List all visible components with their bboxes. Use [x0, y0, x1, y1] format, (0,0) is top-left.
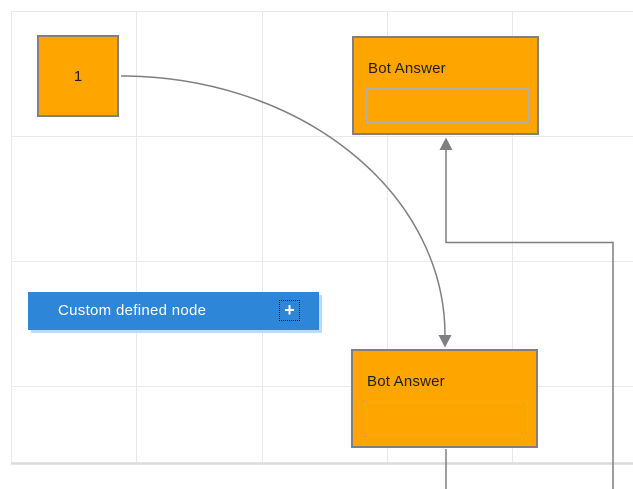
connectors	[120, 75, 614, 489]
arrow-up-icon	[439, 137, 453, 150]
add-node-button[interactable]: +	[279, 300, 300, 321]
plus-icon: +	[284, 299, 295, 320]
node-title: Bot Answer	[367, 373, 445, 390]
node-custom-defined[interactable]: Custom defined node +	[28, 292, 319, 330]
connector-curve[interactable]	[120, 75, 446, 336]
arrow-down-icon	[438, 335, 452, 348]
arrowheads	[438, 137, 453, 348]
node-bot-answer-bottom[interactable]: Bot Answer	[351, 349, 538, 448]
node-start[interactable]: 1	[37, 35, 119, 117]
connector-orthogonal-up[interactable]	[445, 150, 614, 489]
node-input-box[interactable]	[366, 88, 529, 123]
node-title: Bot Answer	[368, 60, 446, 77]
node-start-label: 1	[73, 67, 83, 85]
custom-node-label: Custom defined node	[58, 302, 207, 319]
node-input-box[interactable]	[365, 401, 528, 436]
grid-lines	[11, 11, 633, 463]
node-bot-answer-top[interactable]: Bot Answer	[352, 36, 539, 135]
